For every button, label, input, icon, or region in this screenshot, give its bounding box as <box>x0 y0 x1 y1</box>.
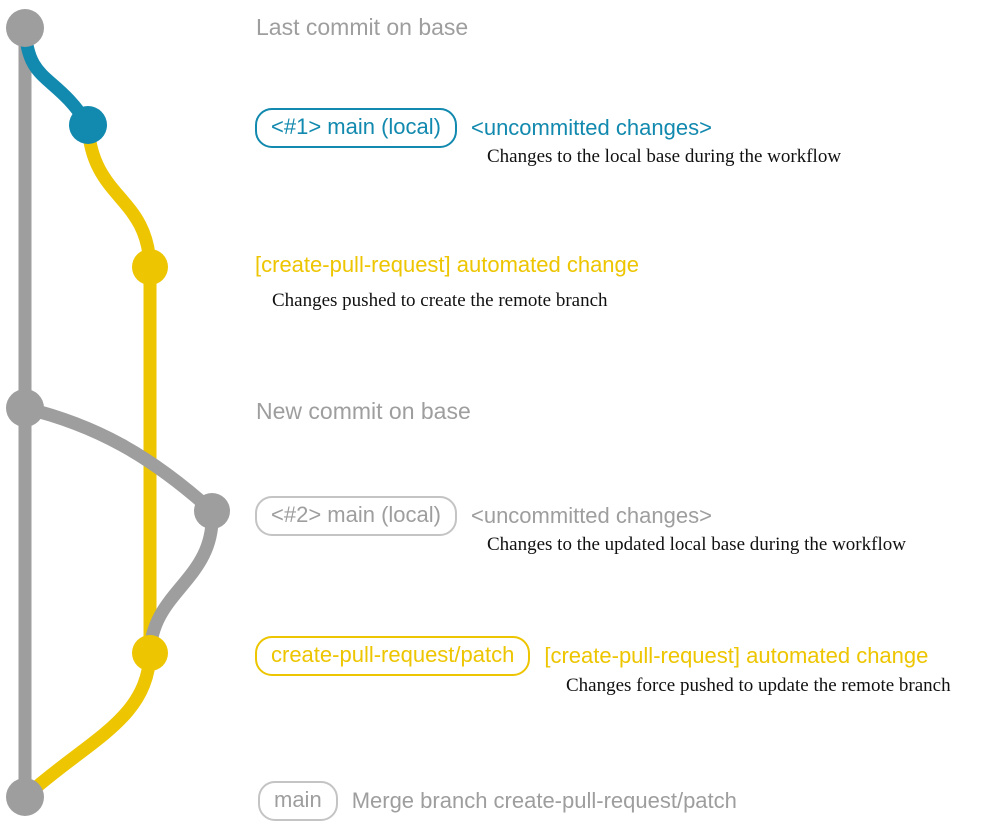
commit-description-2: Changes pushed to create the remote bran… <box>272 290 608 311</box>
commit-message-uncommitted-2: <uncommitted changes> <box>470 503 712 528</box>
edge-local2-to-patch2 <box>143 504 219 660</box>
branch-badge-create-pull-request-patch[interactable]: create-pull-request/patch <box>255 636 531 676</box>
edge-patch2-to-merge <box>18 646 157 804</box>
branch-badge-main-local-2[interactable]: <#2> main (local) <box>255 496 457 536</box>
commit-description-3: Changes to the updated local base during… <box>487 534 906 555</box>
row-automated-change-1: [create-pull-request] automated change <box>255 254 639 276</box>
edge-local1-to-patch1 <box>81 118 157 274</box>
edge-base-to-local2 <box>18 401 219 518</box>
commit-message-automated-change-1: [create-pull-request] automated change <box>255 252 640 277</box>
section-title-new-commit-on-base: New commit on base <box>256 398 471 424</box>
commit-node-base-new[interactable] <box>6 389 44 427</box>
commit-node-local-1[interactable] <box>69 106 107 144</box>
commit-message-merge-branch: Merge branch create-pull-request/patch <box>351 788 737 813</box>
commit-node-merge[interactable] <box>6 778 44 816</box>
commit-node-patch-2[interactable] <box>132 635 168 671</box>
branch-badge-main-local-1[interactable]: <#1> main (local) <box>255 108 457 148</box>
commit-description-4: Changes force pushed to update the remot… <box>566 675 951 696</box>
commit-message-uncommitted-1: <uncommitted changes> <box>470 115 712 140</box>
section-title-last-commit-on-base: Last commit on base <box>256 14 469 40</box>
commit-description-1: Changes to the local base during the wor… <box>487 146 842 167</box>
commit-node-base-top[interactable] <box>6 9 44 47</box>
row-main-local-2: <#2> main (local) <uncommitted changes> <box>255 496 712 536</box>
branch-badge-main[interactable]: main <box>258 781 338 821</box>
commit-message-automated-change-2: [create-pull-request] automated change <box>544 643 929 668</box>
commit-node-local-2[interactable] <box>194 493 230 529</box>
row-main-local-1: <#1> main (local) <uncommitted changes> <box>255 108 712 148</box>
row-automated-change-2: create-pull-request/patch [create-pull-r… <box>255 636 928 676</box>
commit-node-patch-1[interactable] <box>132 249 168 285</box>
row-merge-branch: main Merge branch create-pull-request/pa… <box>258 781 737 821</box>
